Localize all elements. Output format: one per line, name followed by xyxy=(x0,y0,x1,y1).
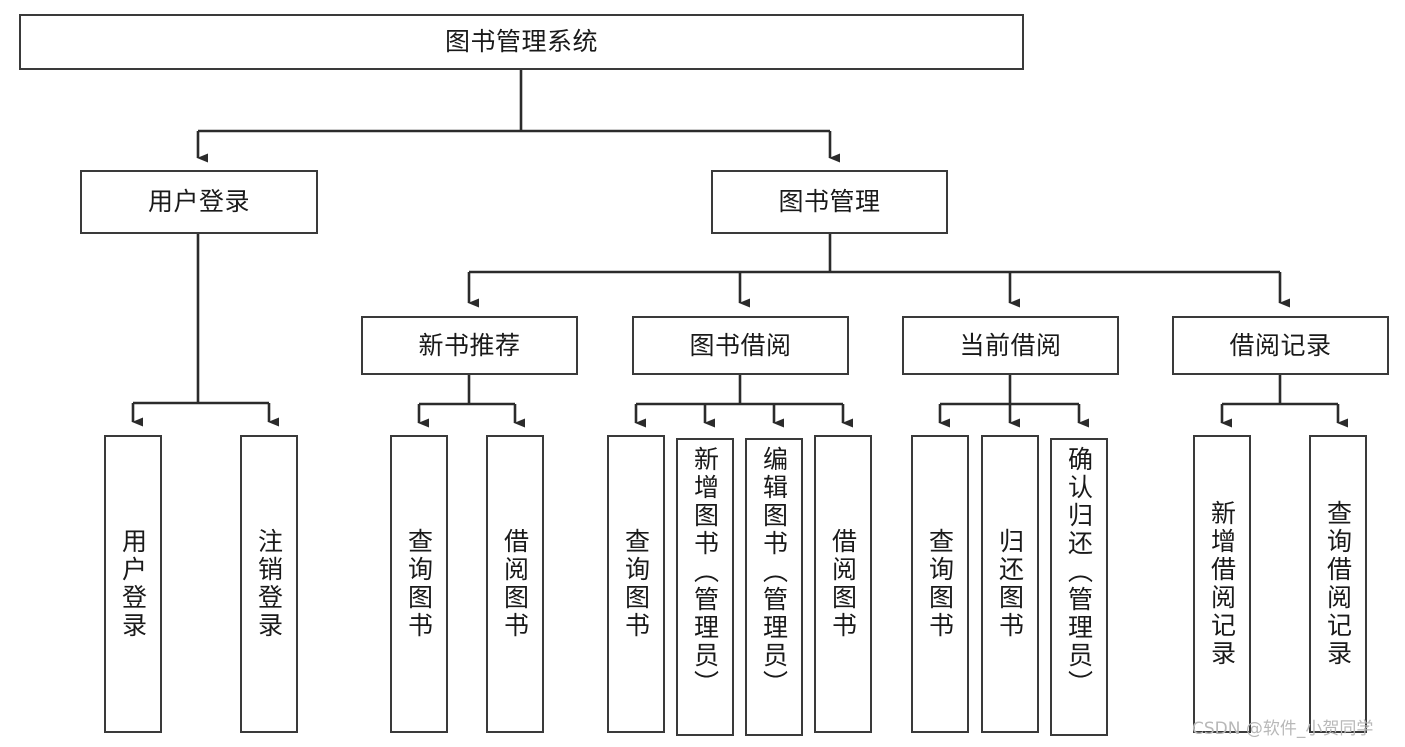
node-label: 用户登录 xyxy=(147,187,250,217)
node-new-book-recommend[interactable]: 新书推荐 xyxy=(361,316,578,375)
node-book-borrow[interactable]: 图书借阅 xyxy=(632,316,849,375)
node-user-login[interactable]: 用户登录 xyxy=(80,170,318,234)
node-label: 借阅图书 xyxy=(500,528,530,640)
node-label: 借阅图书 xyxy=(828,528,858,640)
node-label: 图书管理 xyxy=(778,187,881,217)
node-label: 编辑图书（管理员） xyxy=(759,446,789,698)
node-label: 确认归还（管理员） xyxy=(1064,446,1094,698)
node-leaf-confirm-return-admin[interactable]: 确认归还（管理员） xyxy=(1050,438,1108,736)
node-label: 借阅记录 xyxy=(1229,330,1332,360)
node-borrow-record[interactable]: 借阅记录 xyxy=(1172,316,1389,375)
node-leaf-return-book[interactable]: 归还图书 xyxy=(981,435,1039,733)
node-label: 注销登录 xyxy=(254,528,284,640)
node-label: 查询图书 xyxy=(404,528,434,640)
node-label: 新书推荐 xyxy=(418,330,521,360)
node-book-management[interactable]: 图书管理 xyxy=(711,170,948,234)
node-leaf-query-book-current[interactable]: 查询图书 xyxy=(911,435,969,733)
node-label: 查询图书 xyxy=(925,528,955,640)
node-label: 查询借阅记录 xyxy=(1323,500,1353,668)
node-leaf-borrow-book-recommend[interactable]: 借阅图书 xyxy=(486,435,544,733)
node-label: 归还图书 xyxy=(995,528,1025,640)
node-leaf-add-book-admin[interactable]: 新增图书（管理员） xyxy=(676,438,734,736)
node-leaf-user-login[interactable]: 用户登录 xyxy=(104,435,162,733)
node-leaf-add-borrow-record[interactable]: 新增借阅记录 xyxy=(1193,435,1251,733)
node-leaf-query-book-borrow[interactable]: 查询图书 xyxy=(607,435,665,733)
node-label: 查询图书 xyxy=(621,528,651,640)
node-leaf-borrow-book[interactable]: 借阅图书 xyxy=(814,435,872,733)
node-leaf-user-logout[interactable]: 注销登录 xyxy=(240,435,298,733)
node-leaf-query-borrow-record[interactable]: 查询借阅记录 xyxy=(1309,435,1367,733)
node-current-borrow[interactable]: 当前借阅 xyxy=(902,316,1119,375)
node-label: 图书借阅 xyxy=(689,330,792,360)
node-label: 图书管理系统 xyxy=(444,27,598,57)
node-root-book-management-system[interactable]: 图书管理系统 xyxy=(19,14,1024,70)
node-label: 新增图书（管理员） xyxy=(690,446,720,698)
node-leaf-query-book-recommend[interactable]: 查询图书 xyxy=(390,435,448,733)
node-label: 用户登录 xyxy=(118,528,148,640)
node-leaf-edit-book-admin[interactable]: 编辑图书（管理员） xyxy=(745,438,803,736)
node-label: 当前借阅 xyxy=(959,330,1062,360)
node-label: 新增借阅记录 xyxy=(1207,500,1237,668)
